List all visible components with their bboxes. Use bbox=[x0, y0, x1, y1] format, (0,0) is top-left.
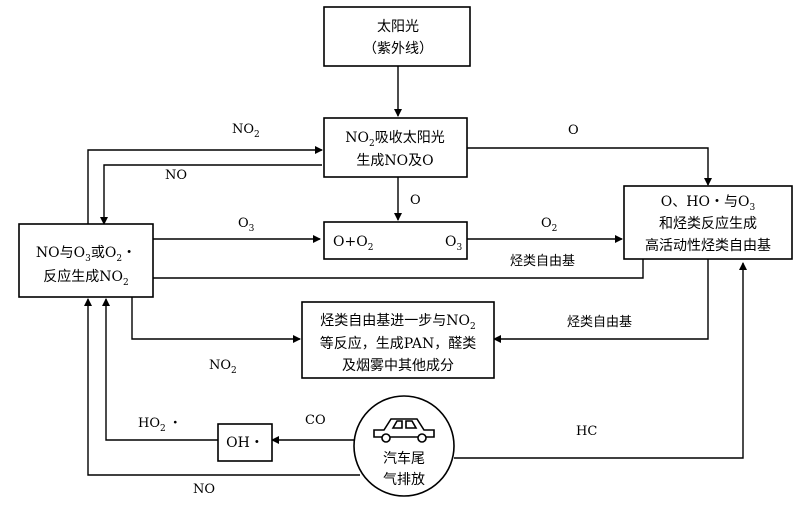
arrow-noreact-to-further bbox=[131, 297, 301, 343]
no2-absorb-line1: NO2吸收太阳光 bbox=[345, 130, 444, 149]
oh-label: OH・ bbox=[226, 435, 264, 451]
further-line3: 及烟雾中其他成分 bbox=[342, 358, 454, 374]
edge-label-co: CO bbox=[305, 413, 326, 428]
further-line2: 等反应，生成PAN，醛类 bbox=[320, 335, 477, 352]
radicals-line1: O、HO・与O3 bbox=[661, 194, 756, 213]
oh-box bbox=[217, 423, 273, 462]
radicals-line3: 高活动性烃类自由基 bbox=[645, 237, 771, 254]
no2-absorb-box bbox=[323, 117, 468, 178]
edge-label-no-bottom: NO bbox=[193, 482, 215, 497]
arrow-no2-to-noreact bbox=[100, 164, 322, 225]
o-o2-left: O+O2 bbox=[333, 234, 373, 253]
further-line1: 烃类自由基进一步与NO2 bbox=[320, 312, 475, 332]
no-react-line2: 反应生成NO2 bbox=[43, 268, 128, 288]
arrow-noreact-to-no2 bbox=[87, 146, 323, 224]
edge-label-o3-left: O3 bbox=[238, 216, 255, 234]
sunlight-box bbox=[323, 6, 471, 67]
no-react-line1: NO与O3或O2・ bbox=[36, 245, 136, 264]
edge-label-radical-mid: 烃类自由基 bbox=[510, 254, 575, 269]
no-react-box bbox=[18, 223, 154, 298]
edge-label-no2-bottom: NO2 bbox=[209, 358, 237, 376]
edge-label-ho2: HO2・ bbox=[138, 416, 182, 434]
car-icon bbox=[373, 418, 435, 443]
edge-label-o2-right: O2 bbox=[541, 216, 557, 234]
edge-label-o-down: O bbox=[410, 193, 421, 208]
edge-label-no-left: NO bbox=[165, 168, 187, 183]
arrow-radicals-to-further bbox=[493, 259, 709, 343]
o-o2-box bbox=[323, 221, 468, 260]
edge-label-o-right: O bbox=[568, 123, 579, 138]
edge-label-radical-lower: 烃类自由基 bbox=[567, 315, 632, 330]
o3-right: O3 bbox=[445, 234, 462, 253]
edge-label-no2-top: NO2 bbox=[232, 122, 260, 140]
sunlight-line1: 太阳光 bbox=[377, 19, 419, 35]
radicals-box bbox=[623, 185, 793, 260]
radicals-line2: 和烃类反应生成 bbox=[659, 215, 757, 232]
arrow-exhaust-to-noreact bbox=[84, 298, 360, 476]
line-radicals-to-noreact bbox=[153, 259, 644, 279]
exhaust-line2: 气排放 bbox=[383, 472, 425, 488]
arrow-no2-to-radicals bbox=[467, 147, 712, 186]
arrow-oh-to-noreact bbox=[102, 298, 218, 441]
exhaust-circle bbox=[353, 395, 455, 497]
edge-label-hc: HC bbox=[576, 424, 597, 439]
connectors bbox=[84, 66, 747, 476]
arrow-exhaust-to-radicals bbox=[454, 262, 747, 459]
exhaust-line1: 汽车尾 bbox=[383, 450, 425, 467]
further-reaction-box bbox=[301, 301, 495, 379]
sunlight-line2: （紫外线） bbox=[363, 41, 433, 57]
no2-absorb-line2: 生成NO及O bbox=[356, 153, 433, 169]
